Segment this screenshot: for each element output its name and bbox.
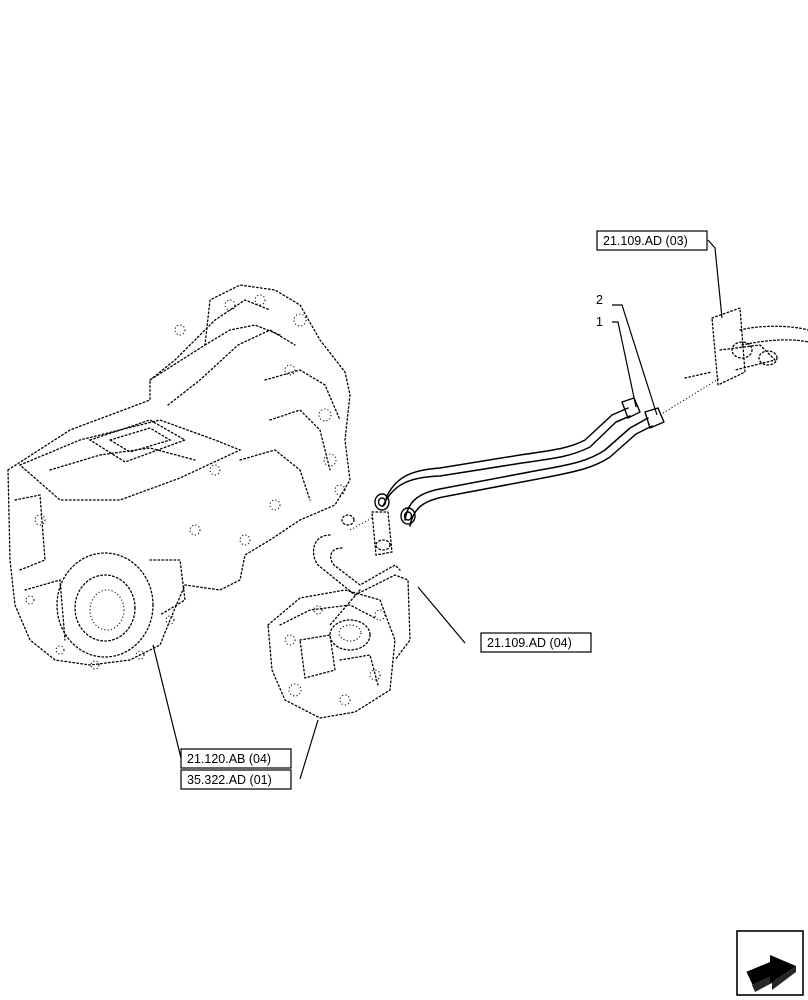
alignment-line xyxy=(659,377,721,416)
callout-item-2: 2 xyxy=(596,293,603,307)
rear-bracket xyxy=(684,307,808,386)
leaders xyxy=(152,239,723,780)
ref-link-21120ab-04[interactable]: 21.120.AB (04) xyxy=(180,748,292,769)
ref-link-21109ad-04[interactable]: 21.109.AD (04) xyxy=(480,632,592,653)
ref-label: 21.120.AB (04) xyxy=(187,752,271,766)
ref-label: 21.109.AD (04) xyxy=(487,636,572,650)
callout-item-1: 1 xyxy=(596,315,603,329)
valve-block xyxy=(267,589,396,719)
fitting xyxy=(341,511,393,556)
ref-label: 35.322.AD (01) xyxy=(187,773,272,787)
transmission-housing xyxy=(7,284,351,670)
ref-link-35322ad-01[interactable]: 35.322.AD (01) xyxy=(180,769,292,790)
ref-label: 21.109.AD (03) xyxy=(603,234,688,248)
ref-link-21109ad-03[interactable]: 21.109.AD (03) xyxy=(596,230,708,251)
connector-tube xyxy=(312,534,411,661)
pipe-2 xyxy=(400,407,665,527)
pipe-1 xyxy=(374,397,641,511)
forward-arrow-icon[interactable] xyxy=(736,930,804,996)
alignment-line xyxy=(349,517,373,531)
